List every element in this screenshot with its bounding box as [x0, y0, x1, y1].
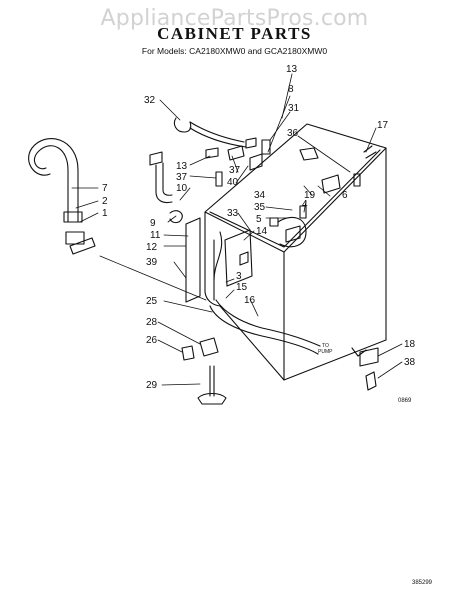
- callout-29: 29: [146, 380, 158, 391]
- side-bracket: [185, 217, 201, 303]
- callout-32: 32: [144, 95, 156, 106]
- power-cord: [173, 117, 247, 148]
- internal-hoses: [209, 231, 321, 355]
- callout-40: 40: [227, 177, 239, 188]
- callout-16: 16: [244, 295, 256, 306]
- callout-36: 36: [287, 128, 299, 139]
- callout-17: 17: [377, 120, 389, 131]
- cabinet-body: [204, 123, 387, 381]
- callout-5: 5: [256, 214, 262, 225]
- callout-6: 6: [342, 190, 348, 201]
- callout-13: 13: [176, 161, 188, 172]
- callout-14: 14: [256, 226, 268, 237]
- site-watermark: AppliancePartsPros.com: [100, 6, 369, 31]
- callout-13-top: 13: [286, 64, 298, 75]
- pump-label-pump: PUMP: [318, 349, 333, 355]
- callout-8: 8: [288, 84, 294, 95]
- page-code: 385299: [412, 580, 433, 586]
- callout-15: 15: [236, 282, 248, 293]
- callout-37: 37: [176, 172, 188, 183]
- page-title: CABINET PARTS: [157, 24, 312, 43]
- callout-28: 28: [146, 317, 158, 328]
- pump-label-to: TO: [322, 343, 329, 349]
- callout-26: 26: [146, 335, 158, 346]
- callout-4: 4: [302, 199, 308, 210]
- callout-1: 1: [102, 208, 108, 219]
- leader-lines: [71, 73, 403, 386]
- callout-3: 3: [236, 271, 242, 282]
- model-subtitle: For Models: CA2180XMW0 and GCA2180XMW0: [141, 46, 328, 56]
- callout-labels: 13 8 31 32 17 36 13 37 40 37 7 6 2 1 10 …: [102, 64, 416, 391]
- side-tube: [149, 151, 183, 224]
- callout-2: 2: [102, 196, 108, 207]
- callout-7: 7: [102, 183, 108, 194]
- callout-34: 34: [254, 190, 266, 201]
- pump-label: TO PUMP: [318, 343, 333, 355]
- leveling-leg-rear: [359, 347, 379, 391]
- callout-37-upper: 37: [229, 165, 241, 176]
- callout-25: 25: [146, 296, 158, 307]
- callout-9: 9: [150, 218, 156, 229]
- callout-11: 11: [150, 230, 161, 241]
- drain-hose: [28, 138, 96, 255]
- callout-39: 39: [146, 257, 158, 268]
- screw-parts: [205, 137, 377, 227]
- callout-12: 12: [146, 242, 158, 253]
- callout-10: 10: [176, 183, 188, 194]
- callout-35: 35: [254, 202, 266, 213]
- callout-31: 31: [288, 103, 300, 114]
- figure-code: 0869: [398, 398, 412, 404]
- motor-assembly: [224, 216, 307, 287]
- callout-33: 33: [227, 208, 239, 219]
- callout-19: 19: [304, 190, 316, 201]
- callout-18: 18: [404, 339, 416, 350]
- leveling-leg-front: [181, 337, 227, 405]
- callout-38: 38: [404, 357, 416, 368]
